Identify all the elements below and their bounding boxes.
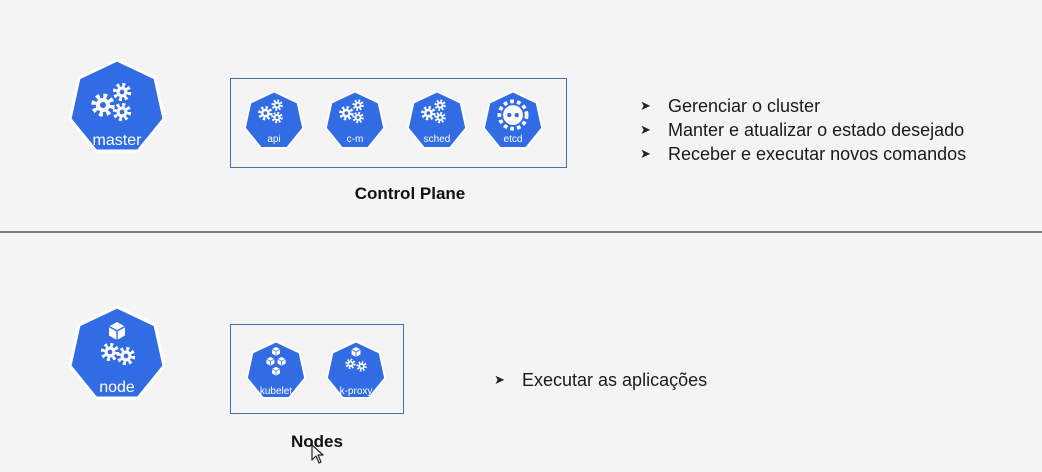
component-label: c-m: [346, 134, 364, 145]
mouse-cursor-icon: [311, 444, 324, 464]
master-badge: master: [67, 56, 167, 156]
list-item: ➤ Executar as aplicações: [494, 368, 894, 392]
nodes-box: kubelet k-proxy: [230, 324, 404, 414]
master-label: master: [92, 132, 142, 149]
section-divider: [0, 231, 1042, 233]
bullet-text: Manter e atualizar o estado desejado: [668, 120, 965, 140]
component-label: sched: [423, 134, 451, 145]
component-label: kubelet: [259, 386, 293, 397]
control-plane-caption: Control Plane: [354, 184, 466, 203]
bullet-text: Gerenciar o cluster: [668, 96, 821, 116]
control-plane-box: api c-m sched etcd: [230, 78, 567, 168]
node-label: node: [99, 379, 135, 396]
arrow-bullet-icon: ➤: [494, 372, 505, 387]
component-k-proxy: k-proxy: [325, 339, 387, 401]
component-sched: sched: [406, 89, 468, 151]
list-item: ➤ Receber e executar novos comandos: [640, 142, 1030, 166]
node-badge: node: [67, 303, 167, 403]
arrow-bullet-icon: ➤: [640, 98, 651, 113]
component-api: api: [243, 89, 305, 151]
control-plane-bullets: ➤ Gerenciar o cluster ➤ Manter e atualizar…: [640, 94, 1030, 166]
list-item: ➤ Manter e atualizar o estado desejado: [640, 118, 1030, 142]
arrow-bullet-icon: ➤: [640, 122, 651, 137]
component-etcd: etcd: [482, 89, 544, 151]
bullet-text: Executar as aplicações: [522, 370, 708, 390]
etcd-icon: [497, 99, 529, 131]
component-kubelet: kubelet: [245, 339, 307, 401]
component-label: api: [267, 134, 281, 145]
list-item: ➤ Gerenciar o cluster: [640, 94, 1030, 118]
component-label: etcd: [503, 134, 523, 145]
component-c-m: c-m: [324, 89, 386, 151]
component-label: k-proxy: [339, 386, 373, 397]
nodes-bullets: ➤ Executar as aplicações: [494, 368, 894, 392]
arrow-bullet-icon: ➤: [640, 146, 651, 161]
bullet-text: Receber e executar novos comandos: [668, 144, 967, 164]
nodes-caption: Nodes: [291, 432, 343, 451]
